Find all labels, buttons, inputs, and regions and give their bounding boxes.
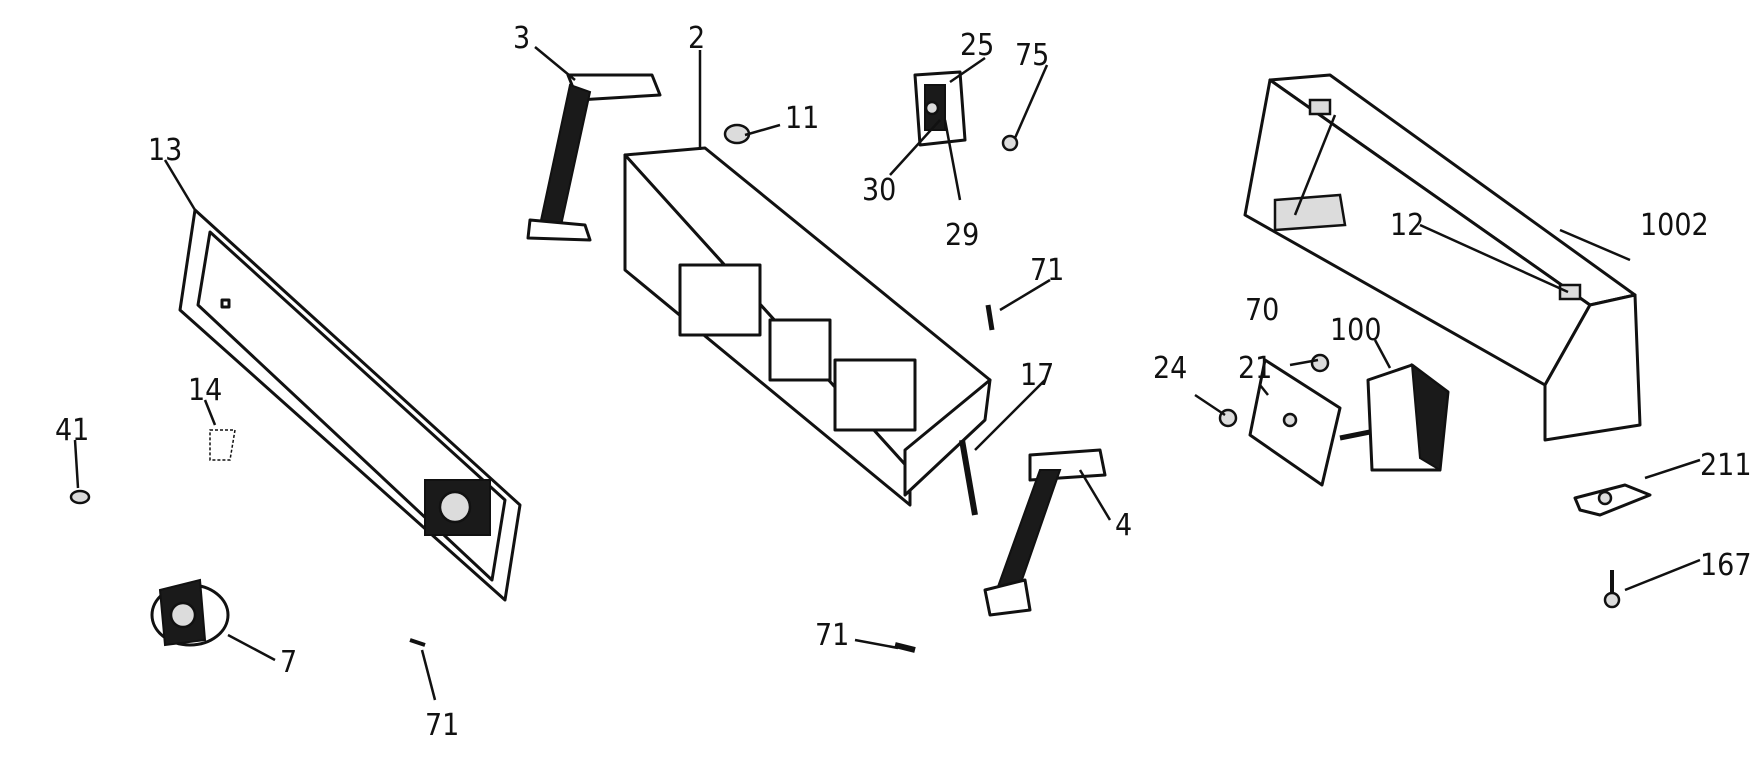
- part-71-screw-a: [985, 304, 995, 331]
- part-3-end-bracket: [526, 73, 662, 242]
- callout-3: 3: [513, 21, 530, 56]
- callout-4: 4: [1115, 508, 1132, 543]
- callout-30: 30: [862, 173, 896, 208]
- part-14-clip: [209, 429, 236, 461]
- callout-29: 29: [945, 218, 979, 253]
- part-71-screw-c: [894, 642, 916, 653]
- part-75-screw: [1001, 134, 1019, 152]
- callout-14: 14: [188, 373, 222, 408]
- callout-13: 13: [148, 133, 182, 168]
- part-2-control-housing: [623, 146, 992, 507]
- callout-41: 41: [55, 413, 89, 448]
- callout-100: 100: [1330, 313, 1382, 348]
- part-17-link: [959, 439, 978, 516]
- callout-7: 7: [280, 645, 297, 680]
- callout-11: 11: [785, 101, 819, 136]
- part-25-switch: [913, 70, 967, 147]
- callout-12: 12: [1390, 208, 1424, 243]
- callout-2: 2: [688, 21, 705, 56]
- part-70-screw: [1310, 353, 1330, 373]
- callout-70: 70: [1245, 293, 1279, 328]
- callout-71-bottom-left: 71: [425, 708, 459, 743]
- part-4-end-bracket: [983, 448, 1107, 617]
- callout-71-bottom-center: 71: [815, 618, 849, 653]
- callout-71-top: 71: [1030, 253, 1064, 288]
- callout-75: 75: [1015, 38, 1049, 73]
- part-71-screw-b: [409, 638, 426, 647]
- part-167-screw: [1603, 570, 1621, 609]
- callout-17: 17: [1020, 358, 1054, 393]
- part-7-knob: [150, 578, 230, 647]
- callout-211: 211: [1700, 448, 1752, 483]
- part-100-timer-motor: [1339, 362, 1450, 472]
- part-1002-back-panel: [1243, 73, 1642, 442]
- part-13-front-panel: [178, 208, 522, 602]
- part-21-mounting-plate: [1248, 358, 1342, 487]
- callouts: 13 3 2 11 25 75 30 29 71 17 4 7 71 71 14…: [55, 21, 1752, 743]
- callout-167: 167: [1700, 548, 1752, 583]
- callout-1002: 1002: [1640, 208, 1709, 243]
- part-211-bracket: [1573, 483, 1652, 517]
- callout-21: 21: [1238, 351, 1272, 386]
- leader-lines: [73, 46, 1701, 701]
- part-41-clip: [69, 489, 91, 505]
- callout-25: 25: [960, 28, 994, 63]
- callout-24: 24: [1153, 351, 1187, 386]
